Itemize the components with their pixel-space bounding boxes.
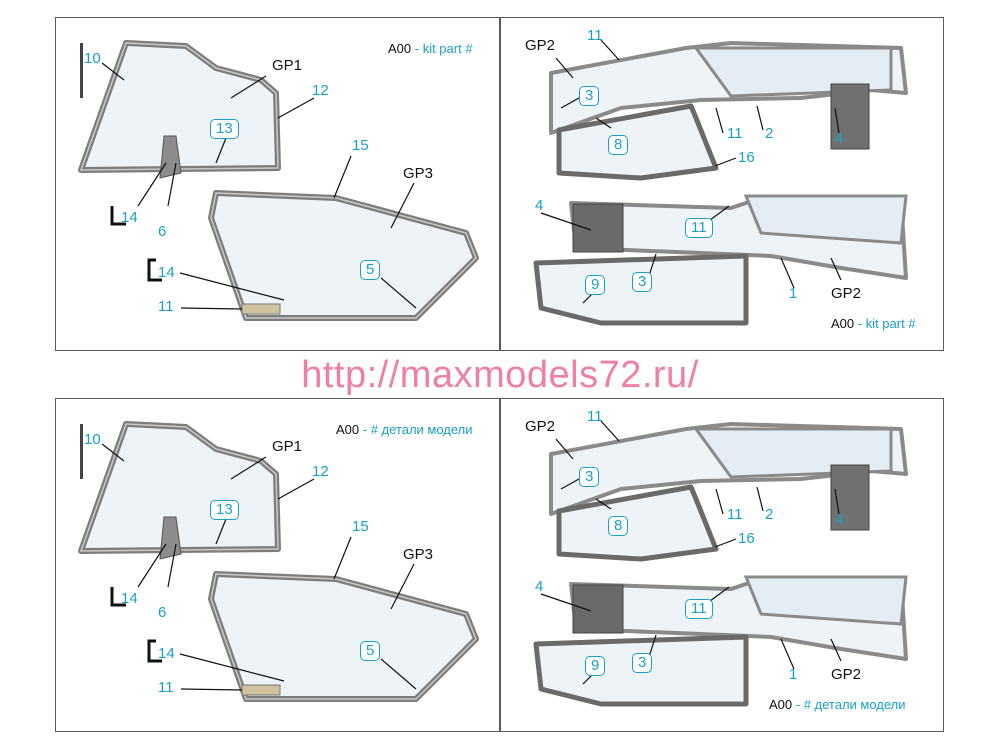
callout-3b: 3 — [632, 653, 653, 673]
callout-9: 9 — [585, 656, 606, 676]
callout-8: 8 — [608, 516, 629, 536]
callout-gp1: GP1 — [272, 57, 303, 74]
callout-11a: 11 — [587, 27, 603, 44]
callout-10: 10 — [84, 50, 101, 67]
callout-15: 15 — [352, 137, 369, 154]
watermark-url: http://maxmodels72.ru/ — [301, 354, 699, 396]
callout-gp2a: GP2 — [525, 37, 556, 54]
callout-11b: 11 — [727, 125, 743, 142]
callout-2: 2 — [765, 506, 774, 523]
callout-gp3: GP3 — [403, 546, 434, 563]
callout-11b: 11 — [727, 506, 743, 523]
callout-12: 12 — [312, 82, 329, 99]
callout-4b: 4 — [535, 197, 544, 214]
callout-5: 5 — [360, 260, 381, 280]
callout-13: 13 — [210, 119, 239, 139]
legend-bottom-right: A00 - # детали модели — [769, 697, 906, 712]
panel-bottom-left: A00 - # детали модели 10 GP1 12 13 14 6 … — [55, 398, 500, 732]
callout-gp1: GP1 — [272, 438, 303, 455]
callout-6: 6 — [158, 604, 167, 621]
legend-text: - # детали модели — [792, 697, 906, 712]
callout-2: 2 — [765, 125, 774, 142]
canopy-drawing-bottom-right — [533, 420, 908, 707]
callout-14a: 14 — [121, 209, 138, 226]
callout-8: 8 — [608, 135, 629, 155]
legend-top-right: A00 - kit part # — [831, 316, 916, 331]
legend-code: A00 — [336, 422, 360, 437]
callout-16: 16 — [738, 149, 755, 166]
callout-4a: 4 — [835, 130, 844, 147]
callout-1: 1 — [789, 285, 798, 302]
callout-13: 13 — [210, 500, 239, 520]
callout-3a: 3 — [579, 86, 600, 106]
legend-bottom-left: A00 - # детали модели — [336, 422, 473, 437]
callout-gp2a: GP2 — [525, 418, 556, 435]
callout-3b: 3 — [632, 272, 653, 292]
callout-6: 6 — [158, 223, 167, 240]
callout-gp3: GP3 — [403, 165, 434, 182]
callout-4b: 4 — [535, 578, 544, 595]
legend-code: A00 — [769, 697, 793, 712]
callout-14b: 14 — [158, 645, 175, 662]
legend-top-left: A00 - kit part # — [388, 41, 473, 56]
panel-top-right: GP2 11 3 8 11 2 4 16 4 11 3 9 1 GP2 A00 … — [500, 17, 944, 351]
callout-12: 12 — [312, 463, 329, 480]
legend-text: - kit part # — [854, 316, 916, 331]
callout-3a: 3 — [579, 467, 600, 487]
callout-5: 5 — [360, 641, 381, 661]
callout-14b: 14 — [158, 264, 175, 281]
panel-top-left: A00 - kit part # 10 GP1 12 13 14 6 15 GP… — [55, 17, 500, 351]
callout-14a: 14 — [121, 590, 138, 607]
canopy-drawing-bottom-left — [78, 421, 479, 702]
callout-11: 11 — [158, 679, 174, 696]
canopy-drawing-top-left — [78, 40, 479, 321]
callout-4a: 4 — [835, 511, 844, 528]
legend-code: A00 — [388, 41, 412, 56]
callout-11c: 11 — [685, 599, 713, 619]
callout-9: 9 — [585, 275, 606, 295]
callout-16: 16 — [738, 530, 755, 547]
callout-15: 15 — [352, 518, 369, 535]
legend-text: - # детали модели — [359, 422, 473, 437]
callout-11a: 11 — [587, 408, 603, 425]
panel-bottom-right: GP2 11 3 8 11 2 4 16 4 11 3 9 1 GP2 A00 … — [500, 398, 944, 732]
legend-text: - kit part # — [411, 41, 473, 56]
callout-gp2b: GP2 — [831, 285, 862, 302]
callout-11: 11 — [158, 298, 174, 315]
legend-code: A00 — [831, 316, 855, 331]
callout-10: 10 — [84, 431, 101, 448]
callout-11c: 11 — [685, 218, 713, 238]
callout-1: 1 — [789, 666, 798, 683]
callout-gp2b: GP2 — [831, 666, 862, 683]
canopy-drawing-top-right — [533, 39, 908, 326]
